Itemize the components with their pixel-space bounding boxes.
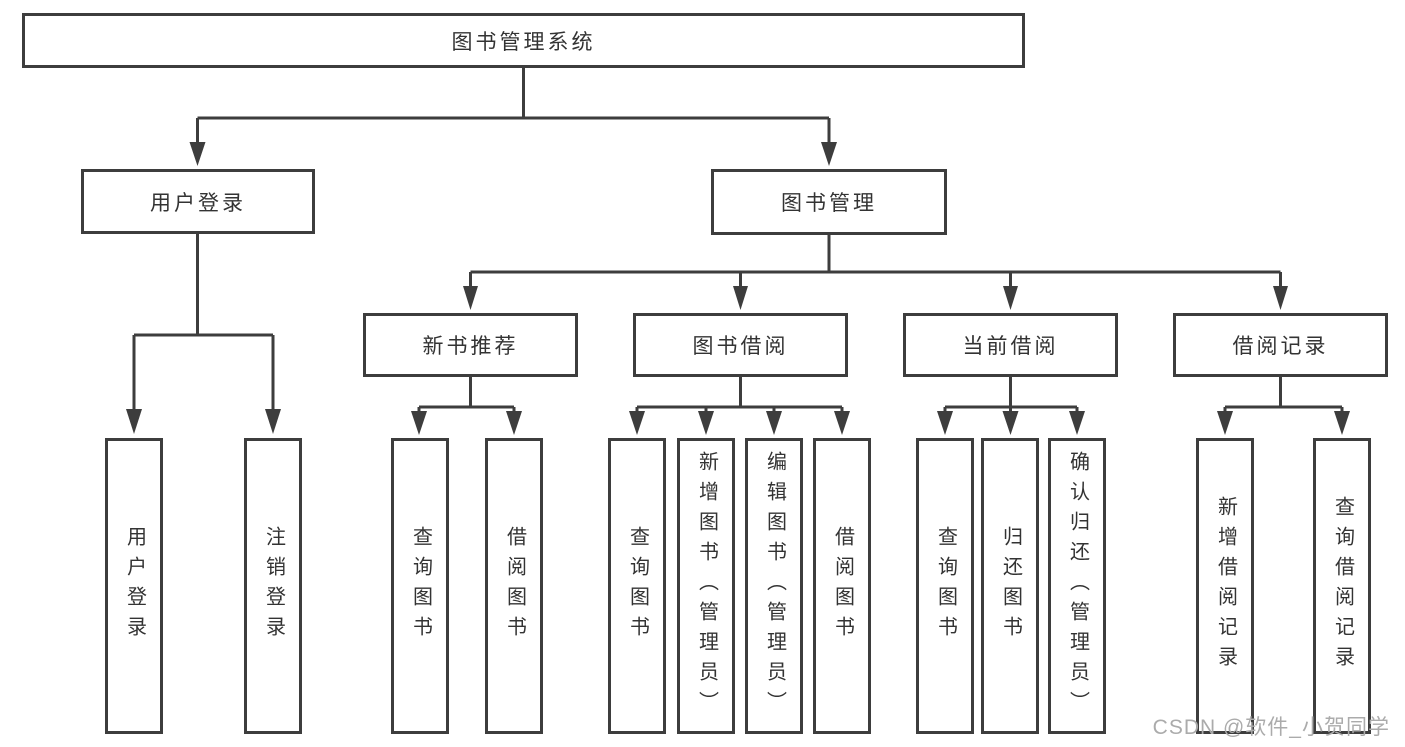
node-borrow-records: 借阅记录: [1173, 313, 1388, 377]
node-book-borrow: 图书借阅: [633, 313, 848, 377]
arrow-down-icon: [733, 286, 748, 310]
leaf-rec-borrow-books: 借阅图书: [485, 438, 543, 734]
node-user-login-label: 用户登录: [150, 191, 246, 215]
node-borrow-records-label: 借阅记录: [1232, 335, 1329, 358]
arrow-down-icon: [126, 409, 142, 434]
leaf-cur-confirm-return-admin-label: 确认归还（管理员）: [1066, 451, 1089, 721]
arrow-down-icon: [411, 411, 427, 435]
arrow-down-icon: [463, 286, 478, 310]
arrow-down-icon: [937, 411, 953, 435]
leaf-cur-query-books-label: 查询图书: [934, 526, 957, 646]
leaf-rec-borrow-books-label: 借阅图书: [503, 526, 526, 646]
node-book-mgmt-label: 图书管理: [781, 192, 877, 215]
arrow-down-icon: [189, 142, 206, 166]
node-new-book-recommend-label: 新书推荐: [422, 335, 519, 358]
leaf-bor-borrow-books: 借阅图书: [813, 438, 871, 734]
leaf-bor-edit-books-admin-label: 编辑图书（管理员）: [763, 451, 786, 721]
leaf-bor-edit-books-admin: 编辑图书（管理员）: [745, 438, 803, 734]
node-root-label: 图书管理系统: [451, 30, 596, 54]
leaf-rec-query-books-label: 查询图书: [409, 526, 432, 646]
arrow-down-icon: [1003, 286, 1018, 310]
arrow-down-icon: [834, 411, 850, 435]
leaf-bor-add-books-admin-label: 新增图书（管理员）: [695, 451, 718, 721]
leaf-logout-label: 注销登录: [262, 526, 285, 646]
leaf-rec-query-books: 查询图书: [391, 438, 449, 734]
arrow-down-icon: [1273, 286, 1288, 310]
arrow-down-icon: [1002, 411, 1019, 435]
arrow-down-icon: [629, 411, 645, 435]
node-root: 图书管理系统: [22, 13, 1025, 68]
leaf-bor-add-books-admin: 新增图书（管理员）: [677, 438, 735, 734]
leaf-logout: 注销登录: [244, 438, 302, 734]
arrow-down-icon: [1069, 411, 1085, 435]
arrow-down-icon: [1334, 411, 1350, 435]
leaf-user-login-label: 用户登录: [123, 526, 146, 646]
leaf-cur-return-books: 归还图书: [981, 438, 1039, 734]
arrow-down-icon: [766, 411, 782, 435]
node-current-borrow-label: 当前借阅: [962, 335, 1059, 358]
node-book-mgmt: 图书管理: [711, 169, 947, 235]
node-book-borrow-label: 图书借阅: [692, 335, 789, 358]
leaf-bor-query-books-label: 查询图书: [626, 526, 649, 646]
arrow-down-icon: [1217, 411, 1233, 435]
node-user-login: 用户登录: [81, 169, 315, 234]
csdn-watermark: CSDN @软件_小贺同学: [1152, 716, 1390, 739]
leaf-his-add-borrow-record: 新增借阅记录: [1196, 438, 1254, 734]
arrow-down-icon: [506, 411, 522, 435]
arrow-down-icon: [265, 409, 281, 434]
connector-path: [132, 68, 1344, 412]
leaf-his-add-borrow-record-label: 新增借阅记录: [1214, 496, 1237, 676]
leaf-user-login: 用户登录: [105, 438, 163, 734]
leaf-cur-confirm-return-admin: 确认归还（管理员）: [1048, 438, 1106, 734]
node-new-book-recommend: 新书推荐: [363, 313, 578, 377]
arrowheads: [126, 142, 1350, 435]
leaf-his-query-borrow-record: 查询借阅记录: [1313, 438, 1371, 734]
leaf-bor-borrow-books-label: 借阅图书: [831, 526, 854, 646]
node-current-borrow: 当前借阅: [903, 313, 1118, 377]
arrow-down-icon: [698, 411, 714, 435]
arrow-down-icon: [821, 142, 837, 166]
leaf-his-query-borrow-record-label: 查询借阅记录: [1331, 496, 1354, 676]
leaf-cur-query-books: 查询图书: [916, 438, 974, 734]
leaf-cur-return-books-label: 归还图书: [999, 526, 1022, 646]
leaf-bor-query-books: 查询图书: [608, 438, 666, 734]
